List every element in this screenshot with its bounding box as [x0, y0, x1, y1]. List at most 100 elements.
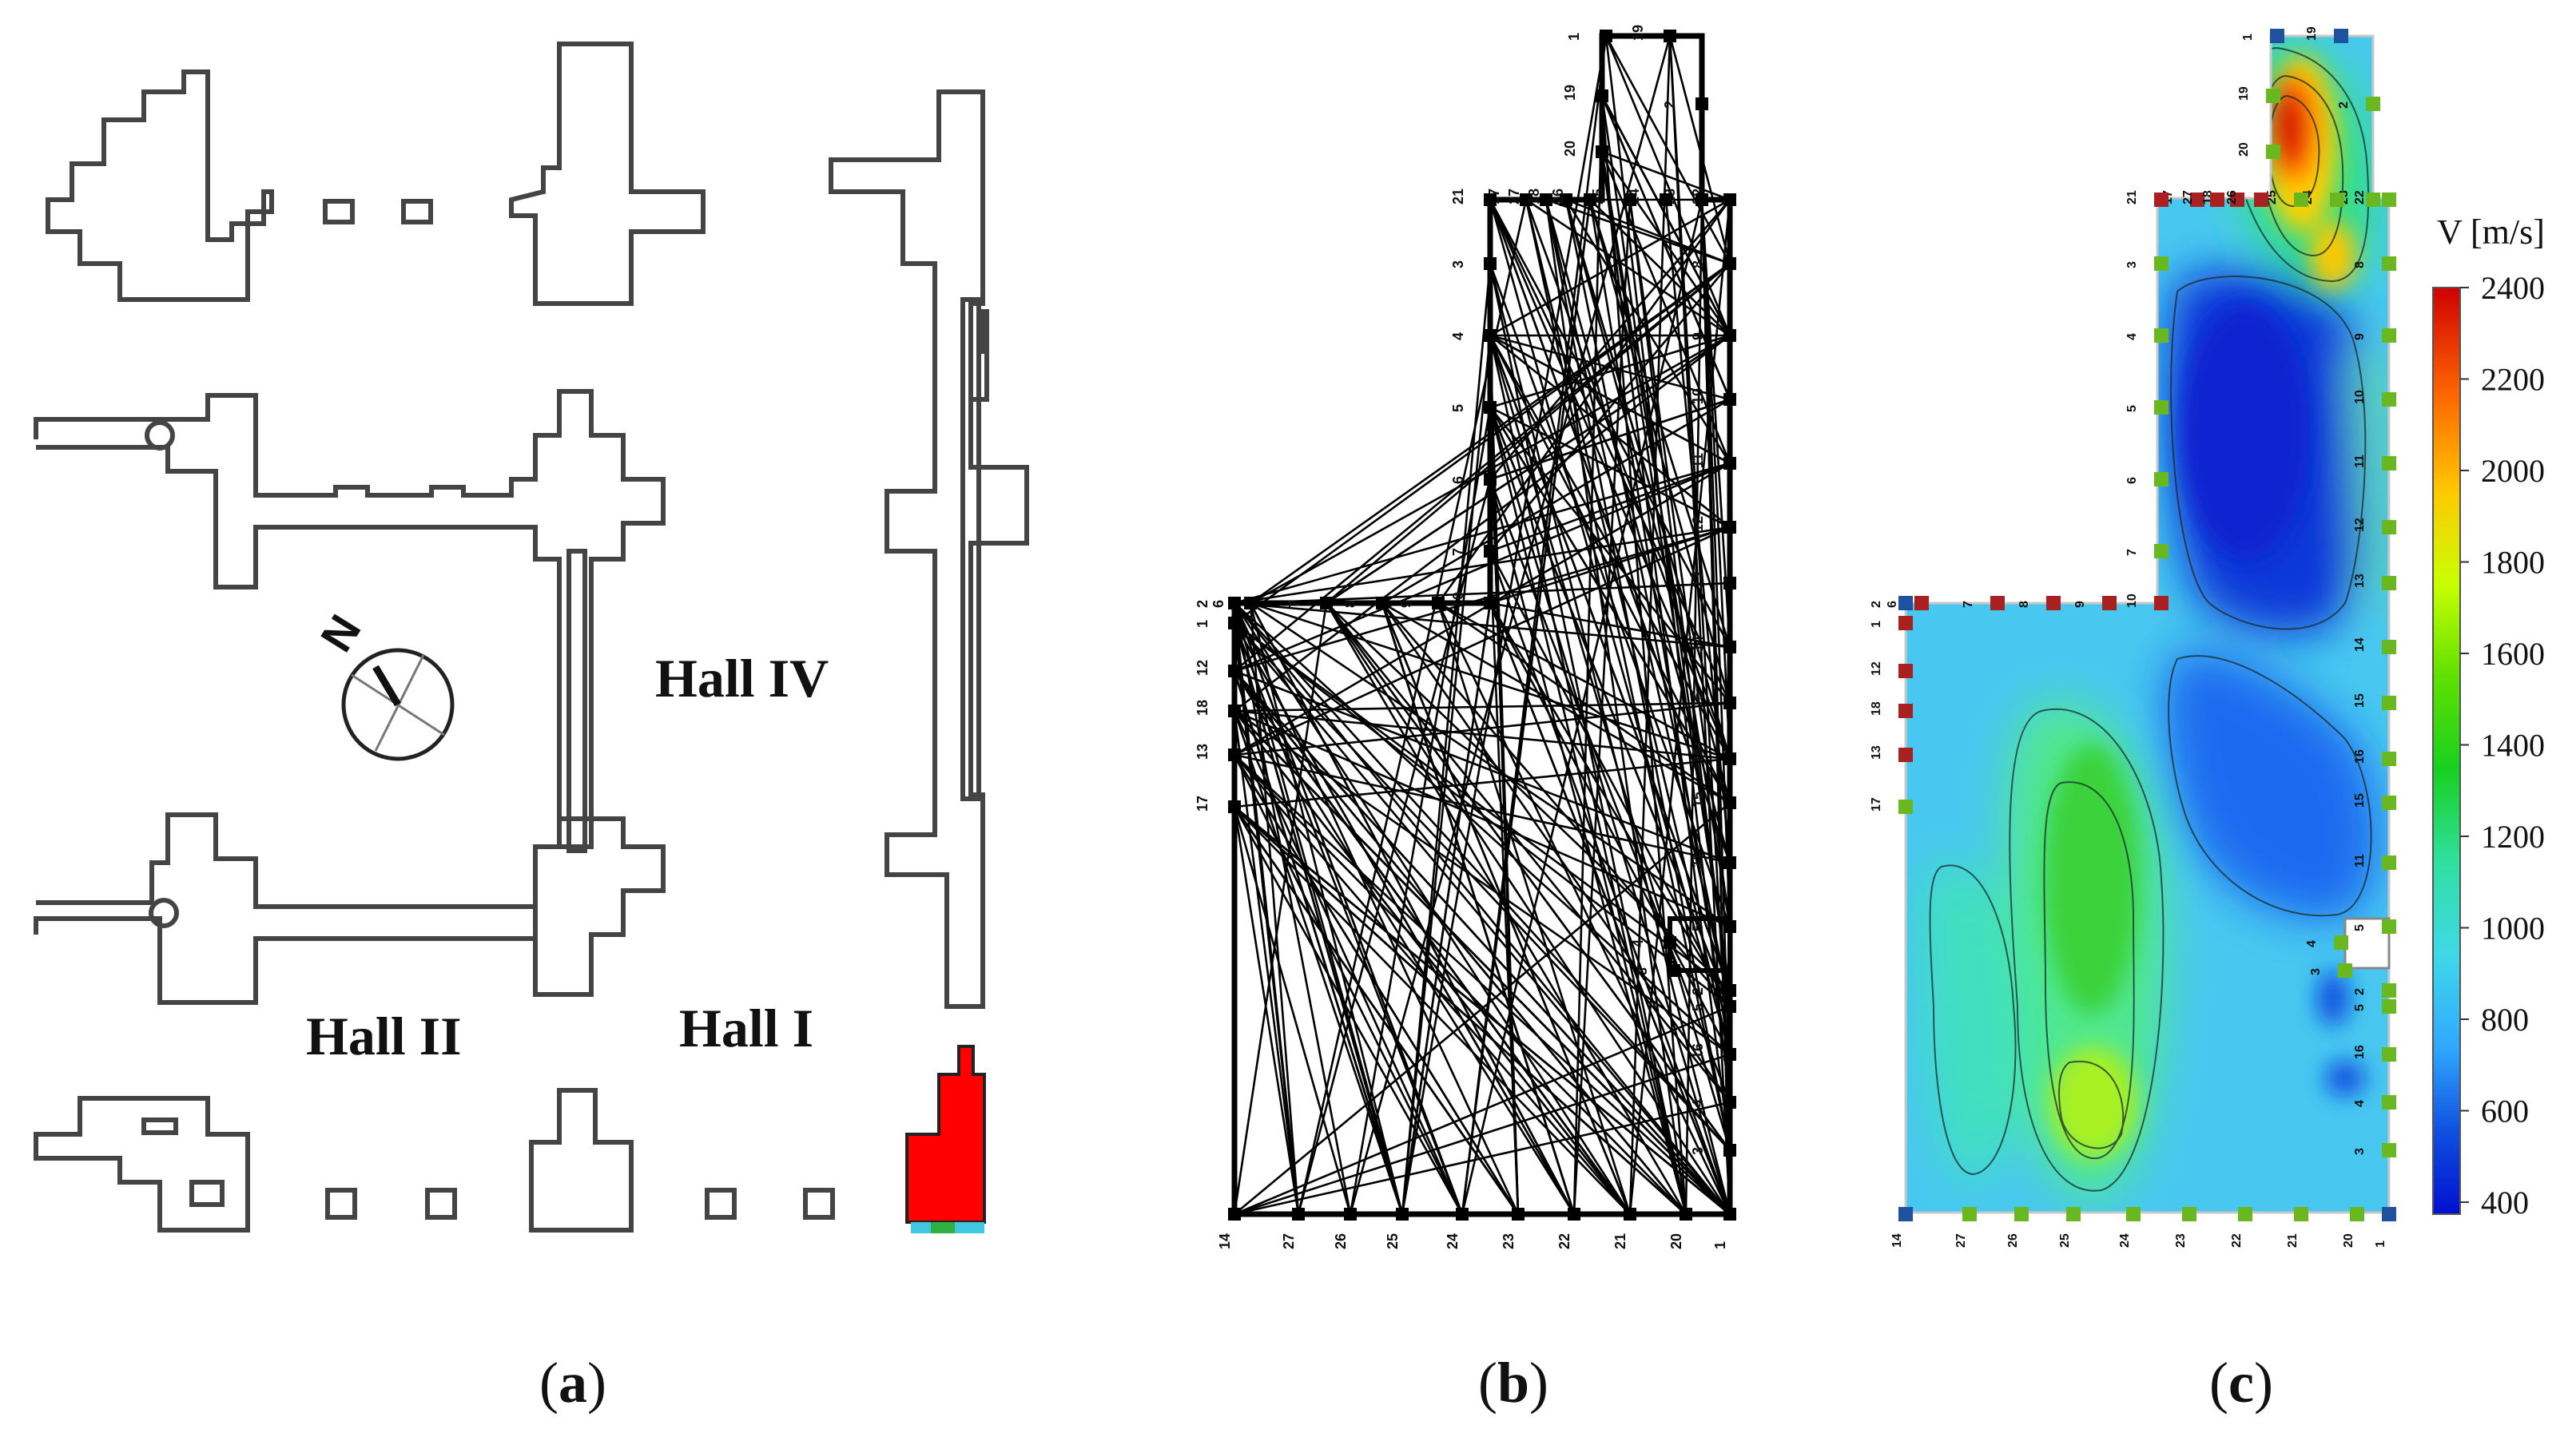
pillar: [425, 1188, 457, 1220]
sensor-marker: [1723, 577, 1736, 590]
sensor-label: 11: [2353, 455, 2367, 468]
sensor-marker: [1990, 596, 2005, 610]
sensor-label: 20: [1668, 1233, 1684, 1249]
ray-path: [1525, 199, 1731, 760]
sensor-marker: [1624, 1208, 1636, 1221]
sensor-marker: [2382, 1207, 2396, 1221]
sensor-marker: [2154, 328, 2169, 343]
ray-path: [1249, 602, 1404, 1215]
ray-path: [1233, 710, 1632, 1215]
sensor-marker: [2230, 193, 2244, 207]
sensor-label: 21: [2286, 1233, 2300, 1248]
sensor-marker: [1484, 401, 1497, 414]
sensor-label: 14: [2353, 637, 2367, 652]
ray-path: [1234, 670, 1731, 1215]
sensor-label: 19: [1630, 25, 1646, 41]
ray-path: [1600, 151, 1731, 336]
sensor-label: 2: [2353, 988, 2367, 995]
sensor-marker: [1228, 705, 1241, 717]
sensor-marker: [1540, 193, 1552, 206]
sensor-marker: [2382, 1095, 2396, 1110]
sensor-label: 19: [2237, 86, 2251, 101]
sensor-label: 9: [2353, 333, 2367, 340]
sensor-label: 16: [2353, 1045, 2367, 1059]
ray-path: [1234, 709, 1731, 928]
wall-outline: [34, 1096, 250, 1233]
ray-path: [1349, 35, 1672, 1215]
sensor-marker: [2182, 1207, 2196, 1221]
sensor-marker: [1898, 1207, 1913, 1221]
ray-path: [1250, 334, 1731, 605]
sensor-marker: [2238, 1207, 2252, 1221]
sensor-marker: [2154, 193, 2169, 207]
sensor-marker: [1596, 145, 1608, 158]
colorbar-tick-label: 1000: [2481, 911, 2545, 947]
sensor-label: 10: [1450, 592, 1466, 608]
sensor-marker: [1228, 800, 1241, 813]
sensor-label: 20: [2342, 1233, 2355, 1248]
sensor-marker: [1723, 796, 1736, 809]
ray-path: [1249, 602, 1576, 1215]
sensor-label: 19: [1562, 85, 1578, 101]
sensor-marker: [2382, 696, 2396, 710]
ray-path: [1600, 95, 1688, 1215]
ray-path: [1349, 407, 1492, 1215]
sensor-marker: [1456, 1208, 1469, 1221]
sensor-marker: [2382, 328, 2396, 343]
sensor-label: 19: [2305, 26, 2319, 41]
ray-path: [1525, 198, 1731, 337]
ray-path: [1489, 199, 1731, 760]
sensor-marker: [1584, 193, 1596, 206]
ray-path: [1233, 806, 1300, 1215]
hall-ii-label: Hall II: [306, 1006, 462, 1066]
ray-path: [1628, 35, 1672, 1215]
ray-path: [1489, 199, 1731, 863]
sensor-marker: [1695, 193, 1708, 206]
sensor-marker: [2382, 983, 2396, 998]
sensor-label: 2: [1690, 987, 1706, 995]
sensor-marker: [1723, 641, 1736, 653]
sensor-marker: [2066, 1207, 2081, 1221]
sensor-label: 6: [1210, 600, 1226, 608]
ray-path: [1234, 526, 1731, 673]
ray-path: [1604, 35, 1731, 264]
sensor-label: 4: [1690, 1099, 1706, 1107]
sensor-marker: [2190, 193, 2204, 207]
sensor-label: 22: [1556, 1233, 1572, 1249]
sensor-label: 16: [1690, 748, 1706, 764]
sensor-marker: [1624, 193, 1636, 206]
sensor-label: 13: [2353, 574, 2367, 588]
colorbar-tick-label: 1800: [2481, 545, 2545, 581]
sensor-marker: [1723, 1000, 1736, 1013]
ray-path: [1489, 601, 1731, 649]
colorbar-tick-label: 2200: [2481, 362, 2545, 398]
ray-path: [1628, 199, 1731, 1215]
sensor-marker: [1228, 597, 1241, 609]
sensor-label: 3: [1450, 260, 1466, 268]
sensor-marker: [2382, 193, 2396, 207]
sensor-marker: [1914, 596, 1929, 610]
sensor-marker: [2334, 29, 2348, 43]
panel-b-caption: (b): [1478, 1351, 1548, 1415]
sensor-marker: [2154, 256, 2169, 271]
sensor-label: 9: [2073, 601, 2087, 608]
sensor-label: 15: [2353, 793, 2367, 808]
sensor-marker: [2294, 193, 2308, 207]
sensor-label: 18: [1195, 700, 1210, 716]
ray-path: [1604, 35, 1731, 336]
ray-path: [1489, 334, 1731, 409]
sensor-marker: [2382, 1047, 2396, 1062]
panel-a-floorplan: [34, 42, 1029, 1233]
sensor-marker: [2382, 752, 2396, 766]
colorbar-tick-label: 400: [2481, 1185, 2529, 1221]
stations-b: 1234567891011121314151617181920212223242…: [1195, 25, 1736, 1249]
sensor-marker: [2154, 400, 2169, 415]
sensor-label: 9: [1690, 332, 1706, 340]
sensor-label: 22: [2353, 190, 2367, 204]
sensor-label: 23: [2174, 1233, 2188, 1248]
wall-outline: [34, 812, 666, 1005]
ray-path: [1461, 35, 1608, 1215]
column: [145, 420, 175, 451]
sensor-marker: [1962, 1207, 1977, 1221]
